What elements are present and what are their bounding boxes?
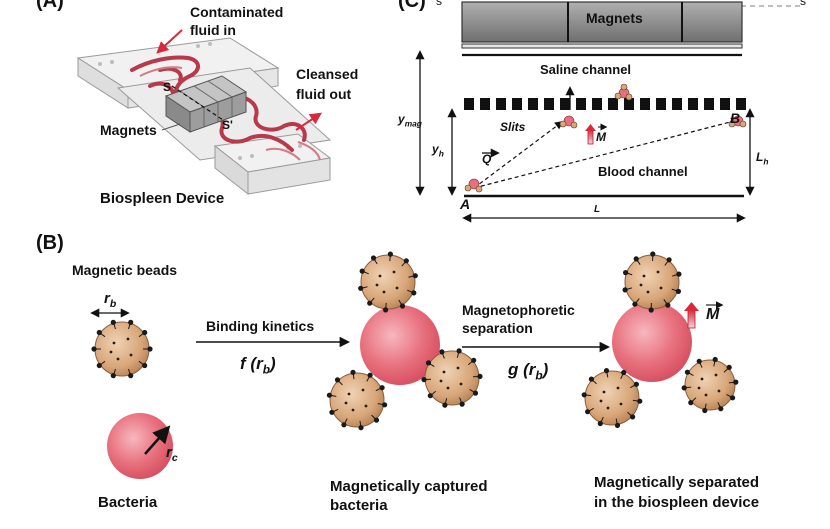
- panel-b-label: (B): [36, 232, 64, 254]
- slits-label: Slits: [500, 120, 526, 134]
- biospleen-device-drawing: [76, 29, 332, 196]
- captured-label-line1: Magnetically captured: [330, 478, 488, 495]
- device-section-line: [171, 85, 227, 123]
- m-arrow-c: [587, 129, 594, 145]
- trajectory-to-slit: [473, 120, 564, 189]
- inlet-label-line1: Contaminated: [190, 4, 284, 20]
- slit-block: [544, 98, 554, 110]
- separation-label: separation: [462, 320, 533, 336]
- inlet-label-line2: fluid in: [190, 22, 236, 38]
- slit-block: [736, 98, 746, 110]
- slit-block: [608, 98, 618, 110]
- panel-b-drawing: [90, 251, 739, 479]
- device-s-prime-label: S': [222, 118, 233, 132]
- blood-channel-label: Blood channel: [598, 164, 688, 179]
- slit-block: [480, 98, 490, 110]
- mini-complexes: [468, 87, 744, 190]
- channel-schematic: [415, 1, 800, 223]
- slit-block: [704, 98, 714, 110]
- mini-beads: [464, 83, 747, 193]
- binding-kinetics-label: Binding kinetics: [206, 318, 315, 334]
- slit-block: [688, 98, 698, 110]
- yh-label: yh: [432, 142, 444, 159]
- ymag-label: ymag: [398, 112, 422, 129]
- device-chip-right-side: [214, 144, 249, 196]
- bacteria-label: Bacteria: [98, 494, 158, 511]
- rc-arrow: [144, 425, 171, 455]
- separated-label-line2: in the biospleen device: [594, 494, 760, 511]
- slit-block: [464, 98, 474, 110]
- magnetophoretic-label: Magnetophoretic: [462, 302, 575, 318]
- magnets-bar: [461, 1, 743, 43]
- slit-block: [592, 98, 602, 110]
- section-s-label: s: [436, 0, 442, 8]
- m-label-c: M: [596, 130, 606, 144]
- q-label: Q: [482, 152, 492, 166]
- slit-block: [672, 98, 682, 110]
- m-label-b: M: [706, 306, 720, 323]
- device-pink-channels: [139, 66, 321, 161]
- outlet-label-line1: Cleansed: [296, 66, 359, 82]
- magnets-bar-label: Magnets: [586, 10, 643, 26]
- magnetic-bead: [421, 348, 483, 408]
- panel-a-label: (A): [36, 0, 64, 12]
- slit-block: [496, 98, 506, 110]
- magnetic-bead: [91, 319, 153, 379]
- slit-block: [512, 98, 522, 110]
- rb-label: rb: [104, 290, 117, 310]
- slits-row: [464, 98, 746, 110]
- device-magnets-label: Magnets: [100, 122, 157, 138]
- slit-block: [624, 98, 634, 110]
- rc-label: rc: [166, 444, 178, 464]
- captured-bacterium: [360, 305, 440, 385]
- magnetic-bead: [358, 251, 418, 313]
- slit-block: [560, 98, 570, 110]
- slit-block: [576, 98, 586, 110]
- separated-bacterium: [612, 302, 692, 382]
- device-s-label: S: [163, 80, 172, 94]
- magnetic-bead: [326, 369, 388, 431]
- magnetic-bead: [581, 368, 643, 428]
- m-arrow-b: [687, 309, 696, 329]
- f-rb-label: f (rb): [240, 354, 276, 377]
- magnetic-beads-title: Magnetic beads: [72, 262, 178, 278]
- trajectory-to-b: [473, 117, 740, 189]
- g-rb-label: g (rb): [508, 360, 549, 383]
- slit-block: [528, 98, 538, 110]
- separated-label-line1: Magnetically separated: [594, 474, 760, 491]
- lh-label: Lh: [756, 150, 769, 167]
- panel-c-label: (C): [398, 0, 426, 12]
- device-magnet-stack: [164, 75, 248, 133]
- bacteria-cell: [107, 413, 173, 479]
- magnetic-bead: [622, 251, 682, 313]
- device-title: Biospleen Device: [100, 190, 225, 207]
- l-label: L: [594, 204, 601, 215]
- point-b-label: B: [730, 110, 741, 126]
- slit-block: [640, 98, 650, 110]
- magnets-pointer: [161, 123, 181, 131]
- outlet-label-line2: fluid out: [296, 86, 352, 102]
- point-a-label: A: [460, 196, 471, 212]
- slit-block: [656, 98, 666, 110]
- magnetic-bead: [681, 356, 739, 414]
- magnetic-beads-layer: [91, 251, 739, 431]
- captured-label-line2: bacteria: [330, 497, 388, 514]
- saline-channel-label: Saline channel: [540, 62, 632, 77]
- outlet-arrow: [295, 112, 322, 131]
- magnet-plate: [461, 43, 743, 49]
- inlet-arrow: [156, 29, 183, 54]
- slit-block: [720, 98, 730, 110]
- section-s-prime-label: s': [800, 0, 809, 8]
